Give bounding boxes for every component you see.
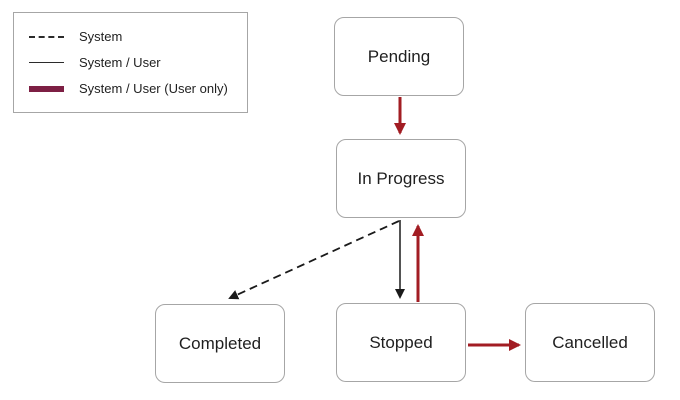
- legend-item-system: System: [29, 29, 237, 44]
- legend-item-system-user: System / User: [29, 55, 237, 70]
- legend-box: System System / User System / User (User…: [13, 12, 248, 113]
- legend-label: System / User: [79, 55, 161, 70]
- state-node-stopped: Stopped: [336, 303, 466, 382]
- dashed-line-swatch: [29, 35, 64, 38]
- state-node-in-progress: In Progress: [336, 139, 466, 218]
- legend-item-user-only: System / User (User only): [29, 81, 237, 96]
- legend-label: System / User (User only): [79, 81, 228, 96]
- state-node-pending: Pending: [334, 17, 464, 96]
- thick-line-swatch: [29, 85, 64, 92]
- solid-line-swatch: [29, 62, 64, 63]
- edge-inprogress-to-completed: [228, 220, 400, 300]
- legend-label: System: [79, 29, 123, 44]
- state-node-completed: Completed: [155, 304, 285, 383]
- state-node-cancelled: Cancelled: [525, 303, 655, 382]
